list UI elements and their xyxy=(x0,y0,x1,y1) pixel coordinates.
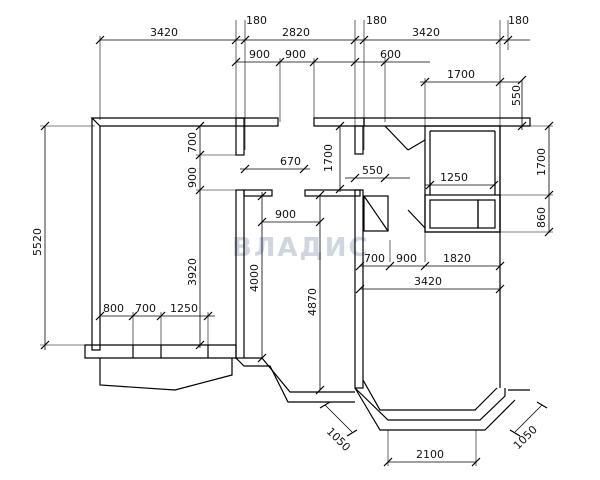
dim-left-700: 700 xyxy=(186,132,199,153)
dim-top-1: 3420 xyxy=(150,26,178,39)
right-vertical-dims: 550 1700 860 xyxy=(500,75,554,237)
dim-mid-670: 670 xyxy=(280,155,301,168)
dim-left-900: 900 xyxy=(186,167,199,188)
dim-right-row-900: 900 xyxy=(396,252,417,265)
right-row-dims: 700 900 1820 3420 xyxy=(355,232,505,294)
dim-right-row-700: 700 xyxy=(364,252,385,265)
dim-mid-900: 900 xyxy=(275,208,296,221)
dim-row2-2: 900 xyxy=(285,48,306,61)
dim-top-3: 2820 xyxy=(282,26,310,39)
bay-dims: 1050 2100 1050 xyxy=(319,401,548,467)
dim-mid-1250: 1250 xyxy=(440,171,468,184)
watermark-text: ВЛАДИС xyxy=(232,233,370,263)
dim-inner-4000: 4000 xyxy=(248,264,261,292)
dim-mid-1700: 1700 xyxy=(322,144,335,172)
third-dimension-row: 1700 xyxy=(420,68,520,126)
middle-dims: 670 1700 550 1250 900 xyxy=(240,121,499,227)
dim-bay-left: 1050 xyxy=(324,425,353,454)
dim-bay-right: 1050 xyxy=(511,423,540,452)
dim-bottom-1250: 1250 xyxy=(170,302,198,315)
dim-left-3920: 3920 xyxy=(186,258,199,286)
second-dimension-row: 900 900 600 xyxy=(231,48,430,122)
dim-top-2: 180 xyxy=(246,14,267,27)
left-inner-dims: 700 900 3920 xyxy=(186,121,236,350)
inner-vertical-dims: 4000 4870 xyxy=(248,190,325,395)
dim-mid-550: 550 xyxy=(362,164,383,177)
left-total-dim: 5520 xyxy=(31,121,95,350)
dim-top-4: 180 xyxy=(366,14,387,27)
dim-right-total: 3420 xyxy=(414,275,442,288)
dim-inner-4870: 4870 xyxy=(306,288,319,316)
dim-right-1700: 1700 xyxy=(535,148,548,176)
dim-right-550: 550 xyxy=(510,85,523,106)
dim-top-5: 3420 xyxy=(412,26,440,39)
dim-bottom-800: 800 xyxy=(103,302,124,315)
dim-row3-1: 1700 xyxy=(447,68,475,81)
dim-right-row-1820: 1820 xyxy=(443,252,471,265)
dim-row2-3: 600 xyxy=(380,48,401,61)
dim-left-5520: 5520 xyxy=(31,228,44,256)
top-dimension-row: 3420 180 2820 180 3420 180 xyxy=(95,14,530,150)
dim-bottom-700: 700 xyxy=(135,302,156,315)
dim-bay-center: 2100 xyxy=(416,448,444,461)
bottom-left-dims: 800 700 1250 xyxy=(95,302,215,350)
walls xyxy=(84,117,531,431)
dim-right-860: 860 xyxy=(535,207,548,228)
dim-top-6: 180 xyxy=(508,14,529,27)
dim-row2-1: 900 xyxy=(249,48,270,61)
